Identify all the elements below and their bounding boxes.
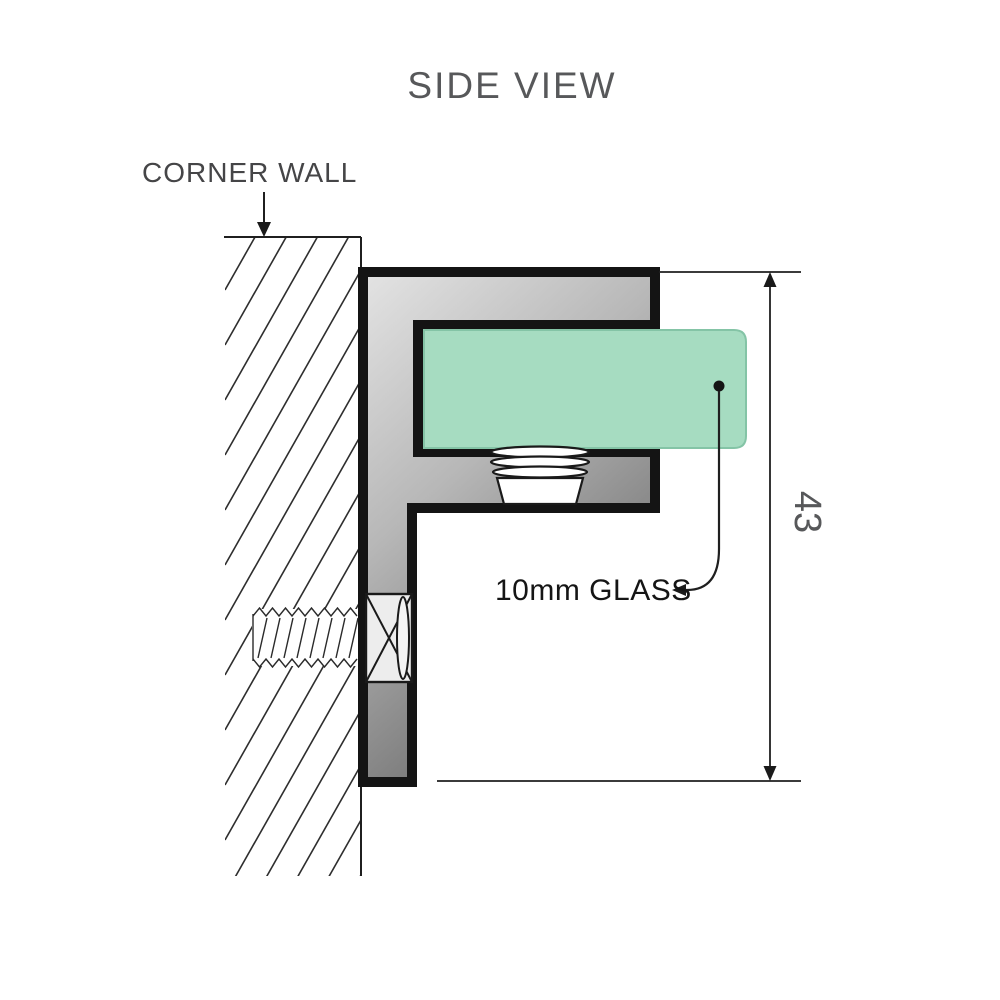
bolt-thread-line [257,617,268,659]
dimension-arrowhead-bottom [763,766,777,781]
hatch-line [266,709,361,876]
bolt-thread-line [283,617,294,659]
bolt-thread-line [296,617,307,659]
clamp-bracket [358,267,660,787]
dimension-arrowhead-top [763,272,777,287]
hatch-line [225,324,361,566]
corner-wall-label: CORNER WALL [142,157,357,188]
grub-screw-thread [491,465,589,479]
bolt-thread-bottom [252,657,358,669]
dimension-value: 43 [786,491,828,533]
wall [224,236,362,876]
bolt-thread-line [348,617,359,659]
corner-wall-arrowhead [257,222,271,237]
hatch-line [234,654,361,876]
bolt-thread-line [270,617,281,659]
bolt-shaft [252,609,358,666]
hatch-line [225,237,350,456]
hatch-line [328,819,361,876]
page-title: SIDE VIEW [407,65,616,106]
hatch-line [225,237,256,291]
hatch-line [225,379,361,621]
bolt-head-end [396,596,410,680]
glass-label: 10mm GLASS [495,574,692,607]
glass-callout-dot [713,380,725,392]
hatch-line [225,434,361,676]
wall-hatching [225,237,361,876]
corner-wall-arrow-icon [257,192,271,237]
hatch-line [225,237,319,401]
grub-screw [489,445,591,506]
bolt-thread-line [335,617,346,659]
glass-callout-arrowhead [672,584,686,596]
hatch-line [225,269,361,511]
bolt-thread-line [322,617,333,659]
bolt-thread-top [252,606,358,618]
bolt-head-section [364,592,414,684]
hatch-line [225,237,288,346]
hatch-line [297,764,361,876]
bolt-thread-line [309,617,320,659]
glass-callout-leader [684,391,721,592]
glass-panel [423,329,747,449]
grub-screw-body [495,476,585,506]
dimension-43: 43 [437,271,828,782]
glass-callout: 10mm GLASS [495,380,725,607]
wall-bolt [252,592,414,684]
hatch-line [359,874,361,876]
